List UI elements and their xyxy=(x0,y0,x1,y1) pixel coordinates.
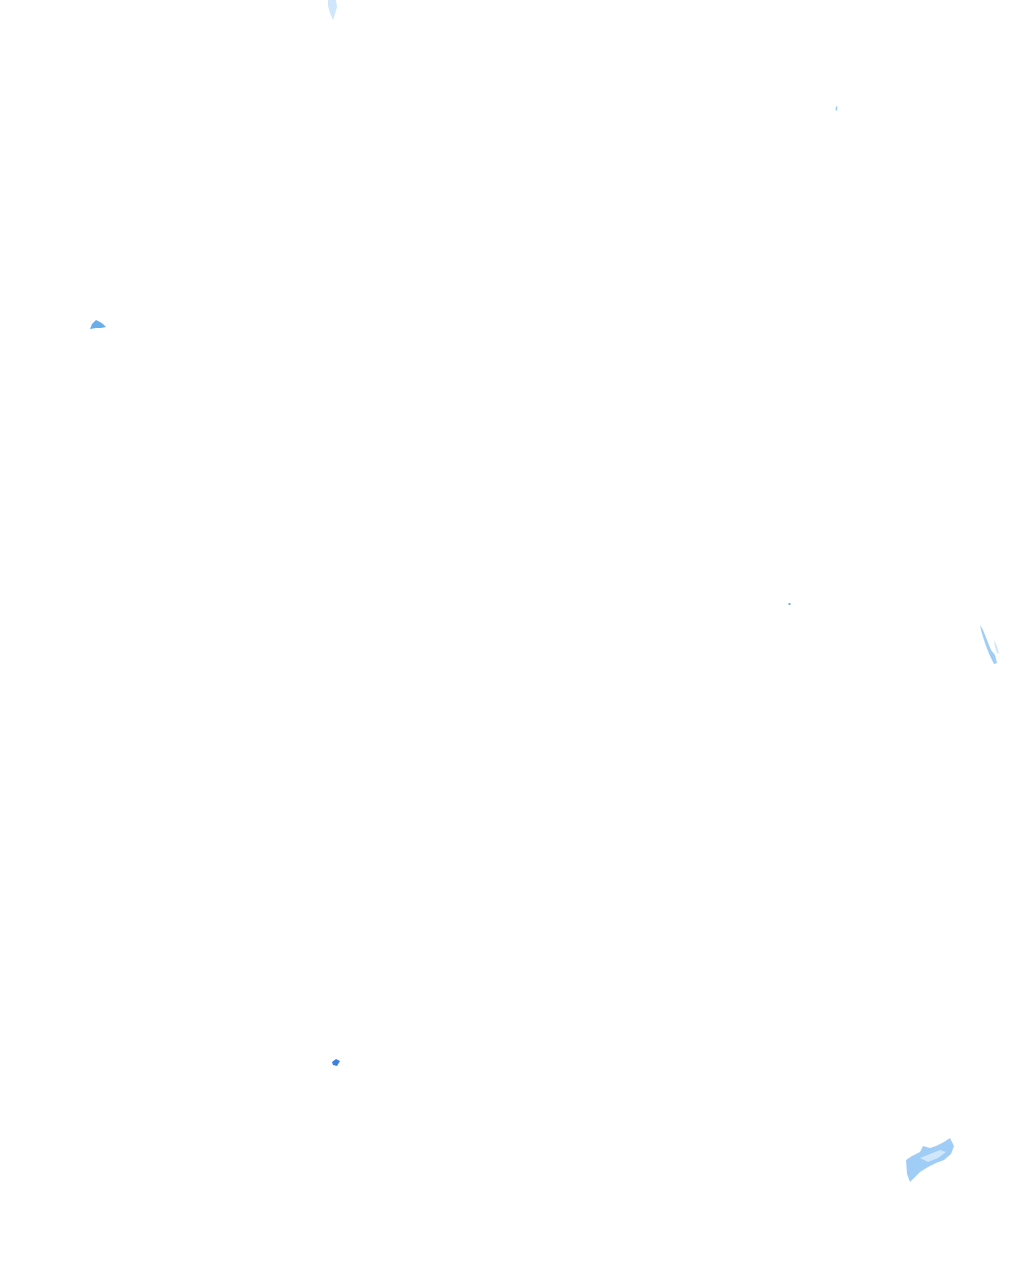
water-feature xyxy=(332,1059,340,1066)
water-feature xyxy=(920,1150,946,1162)
water-feature xyxy=(90,320,106,329)
water-feature xyxy=(788,603,791,605)
water-feature xyxy=(328,0,337,20)
water-feature xyxy=(994,640,999,654)
water-feature xyxy=(980,625,997,664)
water-feature xyxy=(835,106,838,111)
